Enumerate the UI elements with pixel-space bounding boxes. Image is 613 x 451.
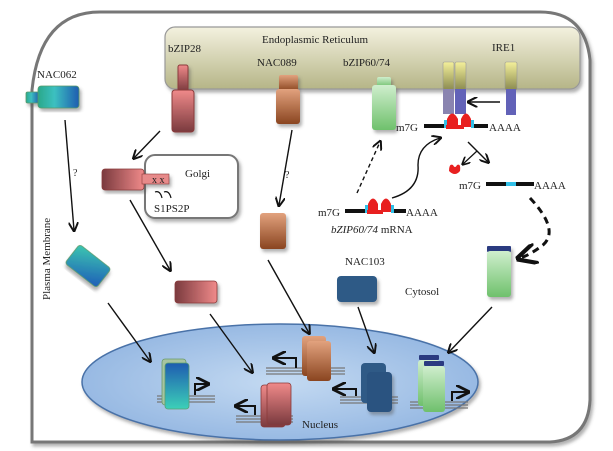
m7g-label-3: m7G: [318, 207, 340, 219]
splice-arrow: [467, 141, 488, 162]
mrna-to-ire1-arrow: [391, 138, 440, 199]
nac062-cytosolic: [65, 245, 111, 287]
nac103-label: NAC103: [345, 256, 385, 268]
plasma-membrane-label: Plasma Membrane: [41, 218, 53, 300]
s1p-s2p-label: S1PS2P: [154, 203, 189, 215]
nac103-dna-complex: [335, 363, 398, 412]
bzip28-golgi-protein: [101, 168, 170, 191]
intron-release-arrow: [463, 150, 478, 164]
m7g-label-2: m7G: [459, 180, 481, 192]
aaaa-label-2: AAAA: [534, 180, 566, 192]
golgi-label: Golgi: [185, 168, 210, 180]
bzip6074-label: bZIP60/74: [343, 57, 391, 69]
bzip28-to-nucleus-arrow: [209, 313, 252, 372]
mrna-ire1-splicing: m7G AAAA: [396, 113, 521, 134]
bzip28-dna-complex: [236, 382, 293, 428]
transcription-start-arrow: [275, 358, 297, 368]
translation-dashed-arrow: [520, 196, 551, 258]
bzip28-er-protein: [171, 64, 195, 133]
cleavage-sites: x x: [152, 175, 165, 186]
transcription-start-arrow: [451, 392, 467, 401]
bzip28-to-golgi-arrow: [134, 130, 161, 158]
mrna-caption-gene: bZIP60/74: [331, 224, 379, 236]
nac103-cytosolic: [337, 276, 377, 302]
nac089-cytosolic: [260, 213, 286, 249]
nac062-label: NAC062: [37, 69, 77, 81]
transcription-start-arrow: [194, 384, 207, 395]
spliced-mrna: m7G AAAA: [459, 180, 566, 192]
ire1-label: IRE1: [492, 42, 515, 54]
nac062-arrow: [64, 119, 74, 230]
nac089-arrow: [279, 129, 293, 205]
nac062-membrane-protein: [25, 85, 80, 109]
question-mark-2: ?: [285, 170, 290, 181]
transcription-start-arrow: [335, 389, 357, 396]
m7g-label-1: m7G: [396, 122, 418, 134]
ire1-dimer: [442, 61, 467, 114]
question-mark-1: ?: [73, 168, 78, 179]
protease-scissors-icon: [154, 191, 172, 199]
mrna-caption: bZIP60/74 mRNA: [331, 224, 413, 236]
translation-dashed-to-er: [356, 142, 380, 194]
bzip6074-mrna: m7G AAAA bZIP60/74 mRNA: [318, 198, 438, 236]
ire1-monomer: [504, 61, 518, 115]
nac062-to-nucleus-arrow: [107, 302, 150, 361]
excised-intron: [449, 164, 461, 174]
nac062-dna-complex: [157, 358, 215, 410]
nac089-dna-complex: [266, 336, 345, 381]
bzip60-to-nucleus-arrow: [449, 306, 493, 352]
nac089-label: NAC089: [257, 57, 297, 69]
bzip6074-er-protein: [372, 77, 396, 130]
golgi: [144, 154, 239, 219]
aaaa-label-1: AAAA: [489, 122, 521, 134]
nucleus-label: Nucleus: [302, 419, 338, 431]
mrna-caption-suffix: mRNA: [378, 224, 413, 236]
golgi-to-cytosol-arrow: [129, 199, 170, 270]
er-label: Endoplasmic Reticulum: [262, 34, 368, 46]
cytosol-label: Cytosol: [405, 286, 439, 298]
bzip28-cytosolic: [174, 280, 218, 304]
nac089-to-nucleus-arrow: [267, 259, 309, 333]
transcription-start-arrow: [237, 406, 256, 415]
bzip6074-dna-complex: [410, 355, 468, 412]
nac089-er-protein: [276, 75, 300, 124]
nac103-to-nucleus-arrow: [357, 306, 374, 352]
bzip28-label: bZIP28: [168, 43, 202, 55]
aaaa-label-3: AAAA: [406, 207, 438, 219]
bzip6074-active-cytosolic: [487, 246, 511, 297]
